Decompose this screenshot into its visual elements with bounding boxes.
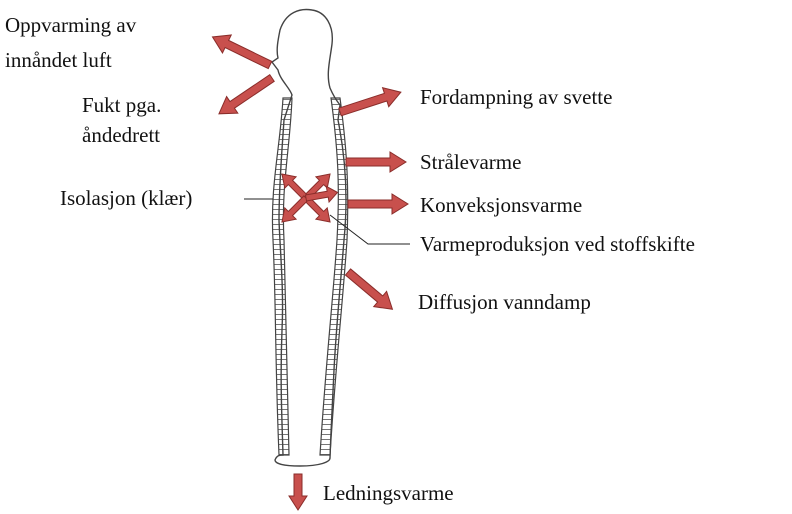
label-diffusion: Diffusjon vanndamp <box>418 290 591 314</box>
metabolism-arrows <box>276 168 339 227</box>
arrow-conduction <box>289 474 307 510</box>
label-insulation: Isolasjon (klær) <box>60 186 192 210</box>
arrow-preheat <box>208 28 274 74</box>
label-metabolism: Varmeproduksjon ved stoffskifte <box>420 232 695 256</box>
arrow-convection <box>348 194 408 214</box>
label-preheat-line1: Oppvarming av <box>5 13 137 37</box>
arrow-diffusion <box>342 264 399 317</box>
arrow-evaporation <box>337 83 404 122</box>
label-evaporation: Fordampning av svette <box>420 85 612 109</box>
label-convection: Konveksjonsvarme <box>420 193 582 217</box>
label-conduction: Ledningsvarme <box>323 481 454 505</box>
label-moisture-line1: Fukt pga. <box>82 93 161 117</box>
arrow-radiation <box>346 152 406 172</box>
arrow-moisture <box>213 70 277 122</box>
label-radiation: Strålevarme <box>420 150 521 174</box>
label-preheat-line2: innåndet luft <box>5 48 112 72</box>
clothing-layer <box>272 98 347 455</box>
label-moisture-line2: åndedrett <box>82 123 160 147</box>
